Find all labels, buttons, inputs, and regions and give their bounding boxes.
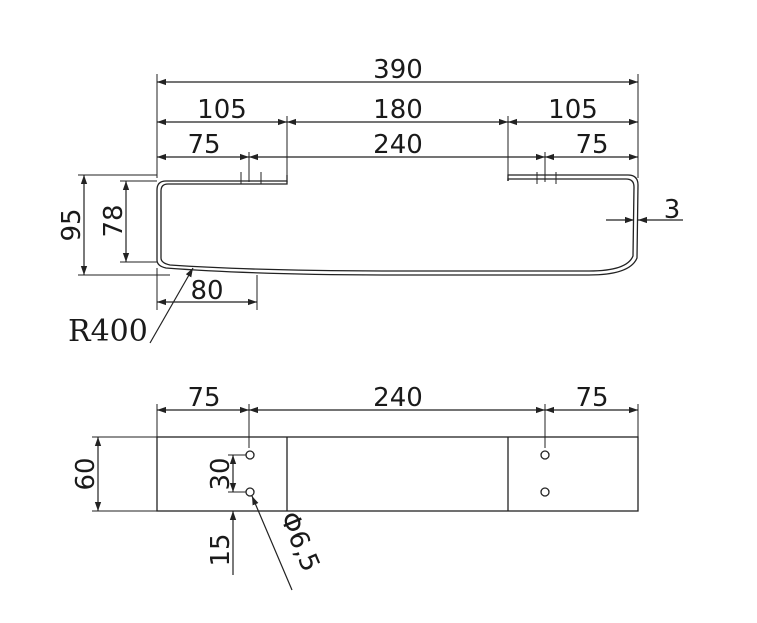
dim-left-hole-label: 75	[187, 130, 220, 160]
front-view: 75 240 75 60 30	[71, 383, 639, 591]
extension-lines-top	[156, 74, 639, 182]
dim-height-inner-label: 78	[99, 204, 129, 237]
dim-left-seg-label: 105	[197, 95, 247, 125]
dim-mid-seg-label: 180	[373, 95, 423, 125]
dim-right-hole-label: 75	[575, 130, 608, 160]
dim-height-outer-label: 95	[57, 208, 87, 241]
dim-overall-390: 390	[157, 55, 638, 86]
dim-thickness-3: 3	[606, 195, 683, 225]
dim-thickness-label: 3	[664, 195, 681, 225]
radius-label: R400	[68, 314, 148, 349]
hole-right-bottom	[540, 487, 550, 497]
front-dim-span-label: 240	[373, 383, 423, 413]
dim-curve-80: 80	[156, 268, 258, 310]
dim-row-holes: 75 240 75	[157, 130, 638, 161]
dim-row-front: 75 240 75	[157, 383, 638, 414]
hole-left-top	[245, 450, 255, 460]
front-dim-left-label: 75	[187, 383, 220, 413]
dim-right-seg-label: 105	[548, 95, 598, 125]
top-view: 390 105 180 105 75 240 75	[57, 55, 683, 349]
dim-heights: 95 78	[57, 174, 170, 276]
shelf-profile	[156, 172, 639, 276]
dim-height-60: 60	[71, 436, 157, 512]
dim-hole-offset-15: 15	[206, 510, 246, 575]
dim-hole-span-label: 240	[373, 130, 423, 160]
dim-row-segments: 105 180 105	[157, 95, 638, 126]
radius-callout: R400	[68, 267, 194, 349]
front-dim-pitch-label: 30	[206, 457, 236, 490]
hole-right-top	[540, 450, 550, 460]
hole-diameter-callout: Φ6,5	[251, 495, 325, 591]
front-dim-right-label: 75	[575, 383, 608, 413]
mounting-holes	[245, 450, 550, 497]
hole-left-bottom	[245, 487, 255, 497]
front-outline	[156, 436, 639, 512]
front-dim-height-label: 60	[71, 457, 101, 490]
dim-hole-pitch-30: 30	[206, 454, 246, 493]
front-dim-offset-label: 15	[206, 533, 236, 566]
dim-overall-label: 390	[373, 55, 423, 85]
dim-curve-start-label: 80	[190, 276, 223, 306]
